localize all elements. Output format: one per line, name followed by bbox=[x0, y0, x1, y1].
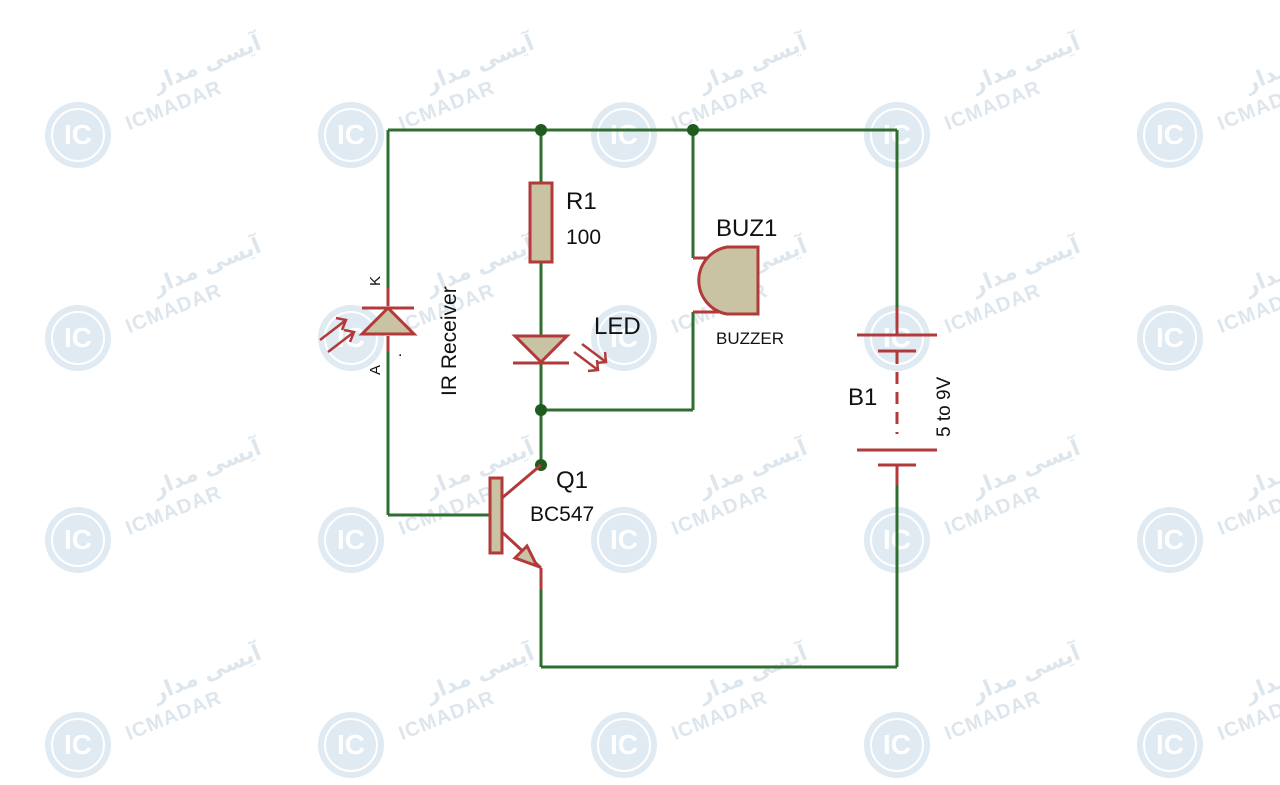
junction-dot bbox=[687, 124, 699, 136]
icmadar-logo-icon bbox=[317, 101, 385, 169]
watermark-text-fa: آیسی مدار bbox=[1239, 28, 1280, 97]
led-label: LED bbox=[594, 313, 641, 340]
ir-pin-k: K bbox=[367, 276, 384, 286]
transistor-value: BC547 bbox=[530, 503, 594, 526]
watermark-text-fa: آیسی مدار bbox=[1239, 231, 1280, 300]
wires bbox=[386, 128, 899, 669]
r1-value: 100 bbox=[566, 226, 601, 249]
r1-ref: R1 bbox=[566, 188, 597, 215]
led: LED bbox=[511, 313, 641, 373]
icmadar-logo-icon bbox=[44, 101, 112, 169]
transistor-q1: Q1 BC547 bbox=[488, 463, 594, 590]
ir-pin-a: A bbox=[367, 365, 384, 375]
icmadar-logo-icon bbox=[1136, 304, 1204, 372]
junction-dot bbox=[535, 404, 547, 416]
buzzer-ref: BUZ1 bbox=[716, 215, 777, 242]
watermark-text-fa: آیسی مدار bbox=[1239, 433, 1280, 502]
icmadar-logo-icon bbox=[44, 711, 112, 779]
icmadar-logo-icon bbox=[1136, 506, 1204, 574]
buzzer-value: BUZZER bbox=[716, 329, 784, 348]
battery-ref: B1 bbox=[848, 384, 877, 411]
icmadar-logo-icon bbox=[1136, 101, 1204, 169]
transistor-ref: Q1 bbox=[556, 467, 588, 494]
icmadar-logo-icon bbox=[863, 711, 931, 779]
watermark-text-fa: آیسی مدار bbox=[1239, 638, 1280, 707]
ir-receiver: K A . IR Receiver bbox=[319, 276, 461, 396]
icmadar-logo-icon bbox=[317, 711, 385, 779]
junction-dot bbox=[535, 124, 547, 136]
light-emit-arrows-icon bbox=[573, 343, 608, 373]
battery-b1: B1 5 to 9V bbox=[848, 307, 955, 485]
icmadar-logo-icon bbox=[1136, 711, 1204, 779]
icmadar-logo-icon bbox=[590, 711, 658, 779]
ir-pin-dot: . bbox=[398, 343, 402, 360]
junctions bbox=[535, 124, 699, 471]
resistor-r1: R1 100 bbox=[528, 181, 601, 264]
ir-receiver-label: IR Receiver bbox=[438, 286, 461, 396]
icmadar-logo-icon bbox=[590, 506, 658, 574]
buzzer-buz1: BUZ1 BUZZER bbox=[693, 215, 784, 348]
icmadar-logo-icon bbox=[44, 506, 112, 574]
icmadar-logo-icon bbox=[44, 304, 112, 372]
icmadar-logo-icon bbox=[590, 101, 658, 169]
icmadar-logo-icon bbox=[317, 506, 385, 574]
light-arrows-icon bbox=[319, 316, 356, 353]
battery-value: 5 to 9V bbox=[934, 376, 955, 437]
